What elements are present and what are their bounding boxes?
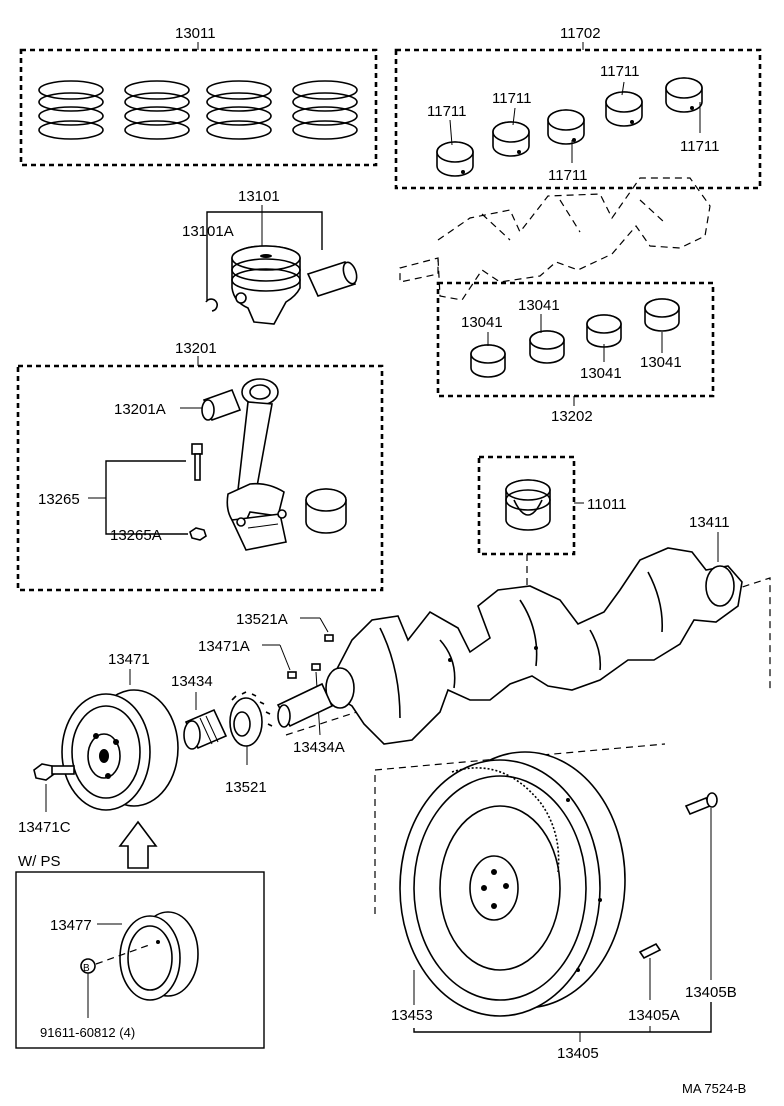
piston-pin: [306, 261, 358, 297]
label-13202: 13202: [551, 408, 593, 425]
piston-ring-set-box: [19, 48, 378, 167]
bolt-marker-letter: B: [83, 963, 90, 974]
crankshaft-timing-gear: [229, 691, 273, 747]
rod-nut: [189, 527, 207, 541]
label-13041-bearing-1: 13041: [461, 314, 503, 331]
flywheel: [399, 751, 626, 1017]
label-13041-bearing-3: 13041: [580, 365, 622, 382]
label-13411: 13411: [689, 514, 730, 531]
crankshaft-pulley: [61, 689, 179, 811]
main-bearing-shell-2: [492, 121, 530, 157]
label-w-ps: W/ PS: [18, 853, 61, 870]
label-13265: 13265: [38, 491, 80, 508]
rod-bolt: [191, 443, 203, 481]
main-bearing-shell-3: [547, 109, 585, 145]
piston-ring-set-group: 13011: [19, 25, 378, 167]
piston-ring-stack-4: [292, 80, 358, 140]
label-13265A: 13265A: [110, 527, 162, 544]
crankshaft-group: 13411: [285, 514, 771, 745]
main-bearing-set-box: [394, 48, 762, 190]
flywheel-bolt: [684, 792, 718, 816]
label-13201: 13201: [175, 340, 217, 357]
label-11711-shell-5: 11711: [680, 138, 720, 155]
crank-pin-bearing-set-box: [436, 281, 715, 398]
label-13405A: 13405A: [628, 1007, 680, 1024]
connecting-rod-group: 13201 13201A 1326: [16, 340, 384, 592]
flywheel-dowel-pin: [638, 942, 662, 960]
label-11702: 11702: [560, 25, 601, 42]
pulley-bolt: [33, 763, 75, 781]
label-13471A: 13471A: [198, 638, 250, 655]
rod-bearing: [305, 488, 347, 534]
label-11711-shell-3: 11711: [548, 167, 588, 184]
crankshaft-nose: [276, 682, 334, 728]
piston-ring-stack-2: [124, 80, 190, 140]
label-13405: 13405: [557, 1045, 599, 1062]
label-13434: 13434: [171, 673, 213, 690]
label-13521: 13521: [225, 779, 267, 796]
label-11711-shell-2: 11711: [492, 90, 532, 107]
main-bearing-shell-5: [665, 77, 703, 113]
label-13434A: 13434A: [293, 739, 345, 756]
flywheel-group: 13405B 13405A 13453 13405: [374, 743, 737, 1062]
label-11711-shell-4: 11711: [600, 63, 640, 80]
label-13041-bearing-2: 13041: [518, 297, 560, 314]
label-13101: 13101: [238, 188, 280, 205]
label-13477: 13477: [50, 917, 92, 934]
arrow-up-icon: [118, 820, 158, 869]
label-13011: 13011: [175, 25, 216, 42]
label-13101A: 13101A: [182, 223, 234, 240]
piston-ring-stack-3: [206, 80, 272, 140]
thrust-bearing-box: [477, 455, 576, 556]
key-13471A: [287, 671, 297, 679]
crank-pin-bearing-1: [470, 344, 506, 378]
power-steering-pulley: [119, 911, 199, 1001]
connecting-rod: [226, 378, 287, 551]
crankshaft-outline-ghost: [399, 177, 711, 301]
crank-pin-bearing-2: [529, 330, 565, 364]
main-bearing-shell-1: [436, 141, 474, 177]
crank-pulley-group: 13471 13471C: [18, 651, 179, 869]
crank-pin-bearing-4: [644, 298, 680, 332]
crank-pin-bearing-set-group: 13202 13041 13041 13041 13041: [436, 281, 715, 425]
rod-bushing: [201, 388, 242, 422]
crank-pin-bearing-3: [586, 314, 622, 348]
label-13041-bearing-4: 13041: [640, 354, 682, 371]
power-steering-option-group: W/ PS 13477 B 91611-60812 (4): [15, 853, 265, 1049]
piston-group: 13101 13101A: [182, 188, 358, 325]
power-steering-option-box: [15, 871, 265, 1049]
needle-bearing: [183, 708, 228, 750]
crankshaft: [324, 547, 743, 745]
label-11011: 11011: [587, 496, 627, 513]
key-13521A: [324, 634, 334, 642]
piston-pin-snap-ring: [205, 298, 218, 312]
label-13405B: 13405B: [685, 984, 737, 1001]
thrust-bearing-shell: [505, 479, 551, 531]
main-bearing-shell-4: [605, 91, 643, 127]
connecting-rod-box: [16, 364, 384, 592]
label-13521A: 13521A: [236, 611, 288, 628]
label-11711-shell-1: 11711: [427, 103, 467, 120]
label-13471: 13471: [108, 651, 150, 668]
label-13201A: 13201A: [114, 401, 166, 418]
main-bearing-set-group: 11702 11711: [394, 25, 762, 190]
key-13434A: [311, 663, 321, 671]
label-13453: 13453: [391, 1007, 433, 1024]
thrust-bearing-group: 11011: [477, 455, 627, 590]
label-13471C: 13471C: [18, 819, 71, 836]
label-91611-60812: 91611-60812 (4): [40, 1025, 135, 1040]
crank-front-parts-group: 13521A 13471A 13434A 13434 13521: [171, 611, 345, 796]
figure-code: MA 7524-B: [682, 1081, 746, 1096]
piston-ring-stack-1: [38, 80, 104, 140]
